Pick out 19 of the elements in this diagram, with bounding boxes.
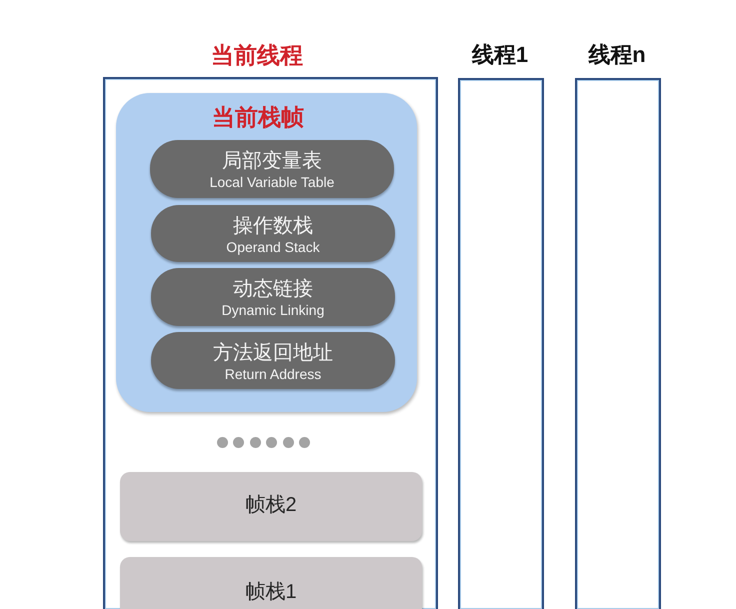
stack-frame-panel (116, 93, 417, 412)
frame-part-pill (151, 332, 395, 389)
part-label: 操作数栈 (233, 214, 313, 238)
part-sublabel: Dynamic Linking (222, 302, 324, 319)
part-sublabel: Return Address (224, 366, 322, 383)
stack-frame-block: 帧栈2 (120, 472, 422, 541)
part-sublabel: Local Variable Table (210, 174, 334, 191)
part-sublabel: Operand Stack (226, 239, 320, 256)
thread-title: 当前线程 (211, 41, 303, 69)
thread-title: 线程1 (472, 41, 528, 69)
frame-title: 当前栈帧 (212, 103, 304, 131)
thread-title: 线程n (588, 41, 646, 69)
part-label: 方法返回地址 (213, 341, 333, 365)
frame-part-pill (151, 268, 395, 326)
frame-part-pill (151, 205, 395, 262)
part-label: 动态链接 (233, 277, 313, 301)
part-label: 局部变量表 (222, 149, 322, 173)
frame-part-pill (150, 140, 394, 198)
stack-frame-block: 帧栈1 (120, 557, 422, 609)
